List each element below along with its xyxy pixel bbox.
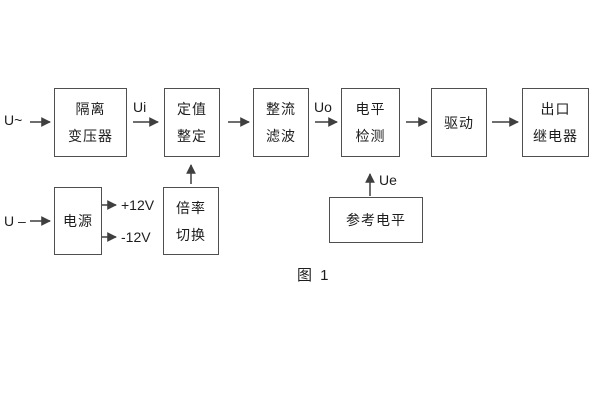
block-drive: 驱动 <box>431 88 487 157</box>
block-output-relay: 出口 继电器 <box>522 88 589 157</box>
signal-label-u-dc: U – <box>4 213 26 229</box>
block-label: 参考电平 <box>346 212 406 228</box>
block-rectify-filter: 整流 滤波 <box>253 88 309 157</box>
signal-label-u-ac: U~ <box>4 112 23 128</box>
block-label: 定值 <box>177 101 207 117</box>
signal-label-minus12v: -12V <box>121 229 151 245</box>
block-label: 出口 <box>540 101 571 117</box>
signal-label-plus12v: +12V <box>121 197 155 213</box>
block-level-detect: 电平 检测 <box>341 88 400 157</box>
signal-label-uo: Uo <box>314 99 332 115</box>
block-label: 倍率 <box>176 199 206 216</box>
block-isolation-transformer: 隔离 变压器 <box>54 88 127 157</box>
block-label: 变压器 <box>68 128 113 144</box>
signal-label-ue: Ue <box>379 172 397 188</box>
block-setting-adjust: 定值 整定 <box>164 88 220 157</box>
figure-caption: 图 1 <box>297 267 331 284</box>
block-power-supply: 电源 <box>54 187 102 255</box>
block-label: 继电器 <box>533 128 578 144</box>
block-label: 整定 <box>177 128 207 144</box>
block-label: 电源 <box>63 213 93 229</box>
block-label: 驱动 <box>444 114 474 131</box>
block-label: 电平 <box>355 101 386 117</box>
block-label: 检测 <box>355 128 386 144</box>
signal-label-ui: Ui <box>133 99 147 115</box>
block-label: 整流 <box>266 101 296 117</box>
block-reference-level: 参考电平 <box>329 197 423 243</box>
block-label: 隔离 <box>75 101 106 117</box>
block-ratio-switch: 倍率 切换 <box>163 187 219 255</box>
block-label: 滤波 <box>266 128 296 144</box>
block-label: 切换 <box>176 226 206 243</box>
